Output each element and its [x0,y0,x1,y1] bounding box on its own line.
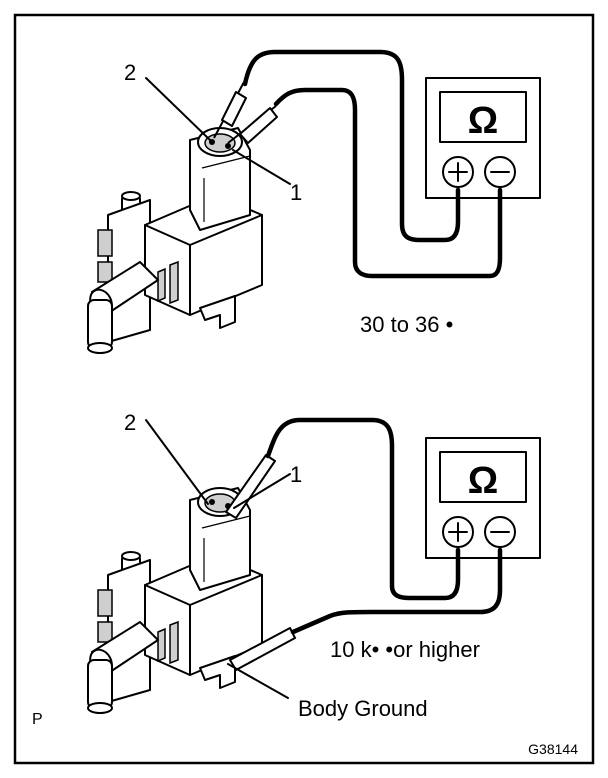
lower-illustration: 2 1 Ω 10 k• •or higher Body Ground [84,410,541,721]
upper-illustration: 2 1 Ω 30 to 36 • [84,49,541,354]
lower-label-terminal-1: 1 [290,462,302,487]
upper-label-terminal-2: 2 [124,60,136,85]
lower-label-2-leader [145,419,209,505]
body-ground-label: Body Ground [298,696,428,721]
upper-resistance-reading: 30 to 36 • [360,312,453,337]
lower-ohm-symbol: Ω [468,460,498,502]
upper-label-terminal-1: 1 [290,180,302,205]
figure-code: G38144 [528,741,578,757]
lower-label-1-leader [233,473,291,509]
corner-mark: P [32,711,43,728]
upper-label-1-leader [232,149,291,185]
upper-ohm-symbol: Ω [468,100,498,142]
figure-frame [13,13,595,765]
lower-resistance-reading: 10 k• •or higher [330,637,480,662]
lower-valve [84,487,263,714]
ground-label-leader [227,663,289,699]
upper-label-2-leader [145,77,211,141]
lower-label-terminal-2: 2 [124,410,136,435]
upper-valve [84,127,263,354]
